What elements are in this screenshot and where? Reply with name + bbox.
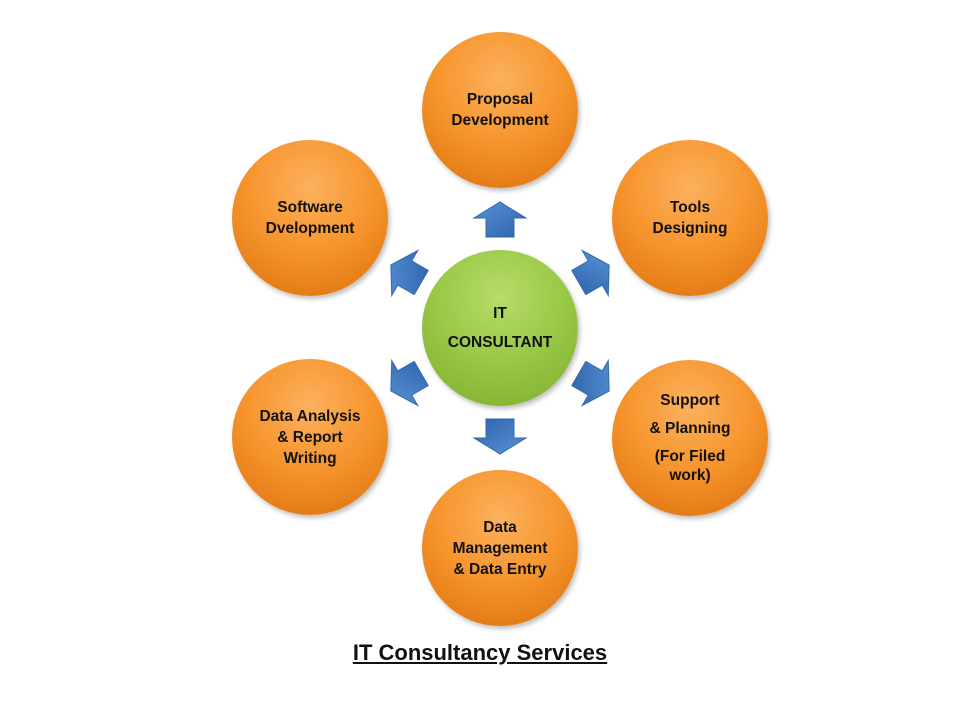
node-label: Designing: [652, 220, 728, 237]
node-label: work): [669, 467, 711, 484]
center-node-it-consultant: IT CONSULTANT: [422, 250, 578, 406]
node-label: & Planning: [649, 420, 731, 437]
arrow-icon-proposal-development: [472, 201, 528, 238]
node-label: Data Analysis: [259, 407, 361, 425]
node-label: Proposal: [466, 91, 534, 108]
arrow-icon-data-management: [472, 418, 528, 455]
node-label: Data: [483, 518, 517, 536]
node-software-development: Software Dvelopment: [232, 140, 388, 296]
node-label: Support: [660, 392, 720, 409]
arrow-icon-tools-designing: [571, 249, 610, 298]
node-label: (For Filed: [654, 448, 726, 465]
node-label: Dvelopment: [265, 220, 355, 237]
center-line: IT: [493, 305, 507, 322]
arrow-icon-software-development: [390, 249, 429, 298]
node-data-management: Data Management & Data Entry: [422, 470, 578, 626]
diagram-caption: IT Consultancy Services: [352, 640, 608, 665]
node-label: & Data Entry: [453, 560, 547, 578]
arrow-icon-support-planning: [571, 358, 610, 407]
arrow-icon-data-analysis: [390, 358, 429, 407]
node-support-planning: Support & Planning (For Filed work): [612, 360, 768, 516]
node-label: Management: [452, 539, 548, 557]
node-label: Writing: [283, 449, 337, 467]
node-label: Software: [277, 199, 343, 216]
node-label: Development: [451, 112, 549, 129]
node-tools-designing: Tools Designing: [612, 140, 768, 296]
node-label: & Report: [277, 428, 343, 446]
node-data-analysis: Data Analysis & Report Writing: [232, 359, 388, 515]
center-line: CONSULTANT: [447, 334, 553, 351]
node-label: Tools: [669, 199, 711, 216]
node-proposal-development: Proposal Development: [422, 32, 578, 188]
